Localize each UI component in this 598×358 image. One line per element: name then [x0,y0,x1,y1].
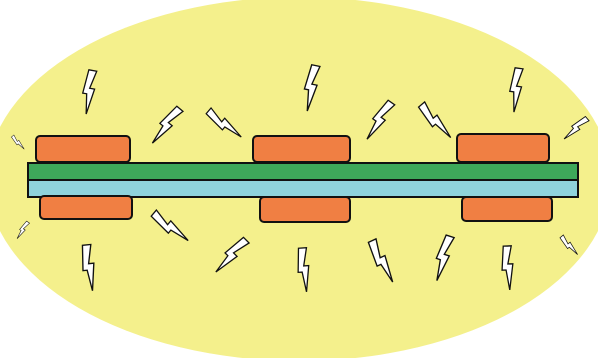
lightning-bolt-icon [16,220,30,239]
lightning-bolt-icon [417,100,452,139]
pad-bottom-2 [259,196,351,223]
pad-bottom-1 [39,195,133,220]
lightning-bolt-icon [297,246,310,292]
pad-bottom-3 [461,196,553,222]
pads-group [35,133,553,223]
lightning-bolt-icon [81,243,95,291]
lightning-bolt-icon [563,115,590,140]
lightning-bolt-icon [508,67,524,113]
pad-top-3 [456,133,550,163]
lightning-bolts-group [11,63,590,292]
lightning-bolt-icon [559,234,578,255]
lightning-bolt-icon [367,237,394,283]
lightning-bolt-icon [151,105,185,144]
lightning-bolt-icon [303,63,321,112]
lightning-bolt-icon [215,236,251,273]
lightning-bolt-icon [435,234,456,281]
pad-top-2 [252,135,351,163]
lightning-bolt-icon [150,208,189,242]
lightning-bolt-icon [205,106,242,138]
strips-group [27,162,579,198]
green-strip [27,162,579,181]
lightning-bolt-icon [11,134,25,150]
cyan-strip [27,179,579,198]
lightning-bolt-icon [366,99,396,140]
pad-top-1 [35,135,131,163]
lightning-bolt-icon [501,245,514,291]
lightning-bolt-icon [81,69,98,115]
